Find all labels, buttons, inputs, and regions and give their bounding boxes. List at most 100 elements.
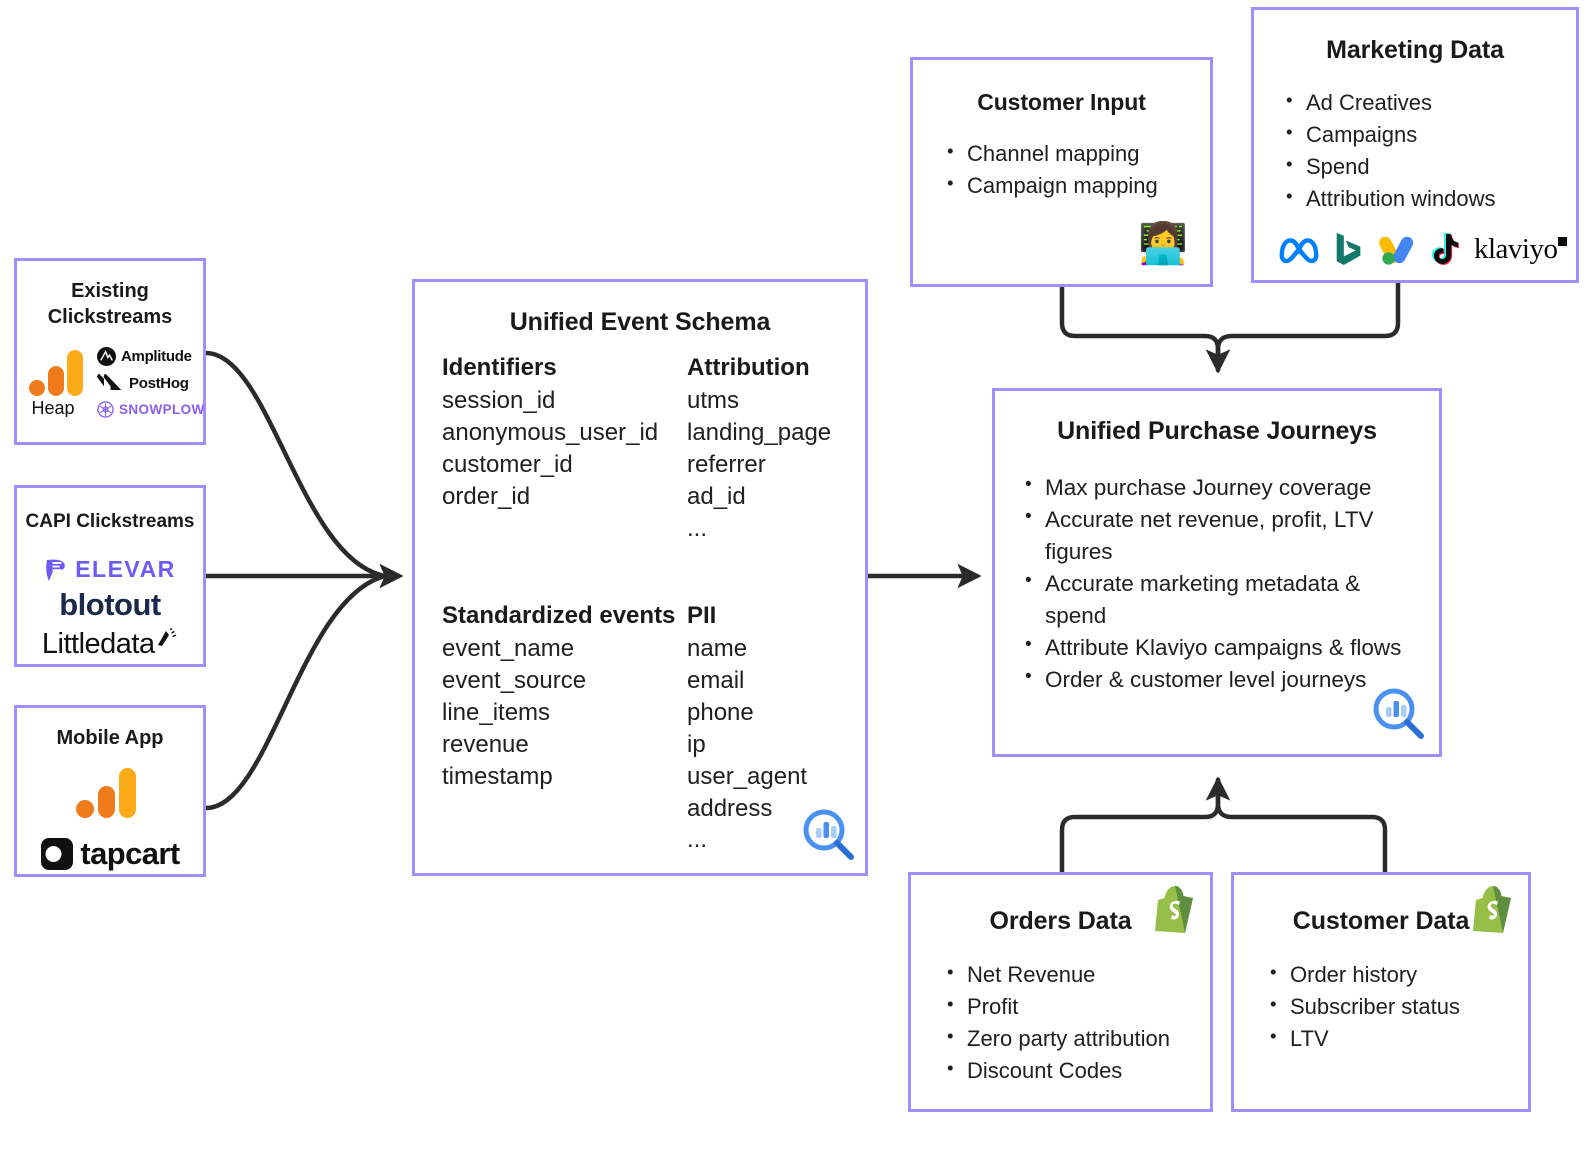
box-unified-event-schema[interactable]: Unified Event Schema Identifiers session…	[412, 279, 868, 876]
list-item: Campaigns	[1280, 118, 1576, 151]
snowplow-logo-icon	[97, 401, 114, 418]
box-existing-clickstreams[interactable]: Existing Clickstreams Heap Amplitude	[14, 258, 206, 445]
marketing-data-bullets: Ad Creatives Campaigns Spend Attribution…	[1280, 86, 1576, 215]
bing-logo-icon	[1336, 232, 1361, 266]
amplitude-logo-icon	[97, 347, 116, 366]
schema-heading-identifiers: Identifiers	[442, 354, 557, 381]
list-item: Accurate marketing metadata & spend	[1019, 567, 1424, 632]
blotout-logo-label: blotout	[59, 587, 161, 622]
posthog-logo-icon	[97, 374, 122, 390]
list-item: Order & customer level journeys	[1019, 663, 1424, 696]
list-item: Ad Creatives	[1280, 86, 1576, 119]
schema-item: event_name	[442, 635, 575, 662]
list-item: Campaign mapping	[941, 169, 1210, 202]
box-unified-purchase-journeys[interactable]: Unified Purchase Journeys Max purchase J…	[992, 388, 1442, 757]
schema-item: landing_page	[687, 418, 832, 446]
tapcart-logo-label: tapcart	[80, 836, 180, 871]
box-orders-data[interactable]: Orders Data Net Revenue Profit Zero part…	[908, 872, 1213, 1112]
list-item: Discount Codes	[941, 1054, 1210, 1087]
snowplow-logo-label: SNOWPLOW	[119, 402, 205, 417]
list-item: Attribution windows	[1280, 182, 1576, 215]
tiktok-logo-icon	[1432, 233, 1459, 265]
tapcart-logo-icon	[41, 838, 74, 870]
list-item: Channel mapping	[941, 137, 1210, 170]
edge-orders-to-journeys	[1059, 777, 1221, 875]
schema-heading-attribution: Attribution	[687, 354, 810, 381]
schema-item: order_id	[442, 482, 531, 510]
schema-item-ellipsis: ...	[687, 826, 708, 854]
schema-item: revenue	[442, 730, 529, 758]
schema-item: address	[687, 794, 773, 822]
list-item: Profit	[941, 990, 1210, 1023]
schema-heading-standardized-events: Standardized events	[442, 602, 676, 629]
customer-data-title: Customer Data	[1292, 907, 1470, 935]
list-item: Net Revenue	[941, 958, 1210, 991]
shopify-logo-icon	[1155, 886, 1193, 933]
edge-marketing-data-to-journeys	[1205, 280, 1401, 374]
list-item: Accurate net revenue, profit, LTV figure…	[1019, 503, 1424, 568]
capi-clickstreams-title: CAPI Clickstreams	[25, 511, 195, 532]
woman-technologist-emoji: 👩‍💻	[1138, 222, 1188, 266]
mobile-app-title: Mobile App	[56, 727, 164, 749]
orders-data-bullets: Net Revenue Profit Zero party attributio…	[941, 958, 1210, 1087]
box-customer-data[interactable]: Customer Data Order history Subscriber s…	[1231, 872, 1531, 1112]
schema-item: ad_id	[687, 482, 746, 510]
customer-data-bullets: Order history Subscriber status LTV	[1264, 958, 1528, 1055]
edge-customer-input-to-journeys	[1059, 284, 1221, 373]
box-customer-input[interactable]: Customer Input Channel mapping Campaign …	[910, 57, 1213, 287]
edge-mobile-to-schema	[205, 573, 386, 811]
schema-item: phone	[687, 698, 754, 726]
schema-item: session_id	[442, 387, 556, 414]
list-item: Zero party attribution	[941, 1022, 1210, 1055]
schema-item: ip	[687, 730, 706, 758]
posthog-logo-label: PostHog	[129, 374, 189, 392]
schema-heading-pii: PII	[687, 602, 717, 629]
edge-customer-data-to-journeys	[1205, 776, 1388, 875]
heap-logo-icon	[76, 768, 136, 818]
schema-item: name	[687, 635, 748, 662]
littledata-logo-label: Littledata	[41, 628, 155, 660]
list-item: Spend	[1280, 150, 1576, 183]
title-line-1: Existing	[71, 280, 149, 302]
elevar-logo-label: ELEVAR	[75, 556, 176, 582]
orders-data-title: Orders Data	[989, 907, 1132, 935]
schema-item: event_source	[442, 666, 587, 694]
marketing-data-title: Marketing Data	[1326, 36, 1504, 64]
google-ads-logo-icon	[1379, 236, 1414, 265]
title-line-2: Clickstreams	[47, 306, 173, 328]
edge-existing-to-schema	[205, 350, 386, 579]
magnifier-chart-icon	[803, 809, 854, 860]
unified-purchase-journeys-bullets: Max purchase Journey coverage Accurate n…	[1019, 471, 1424, 696]
customer-input-title: Customer Input	[977, 89, 1146, 115]
unified-purchase-journeys-title: Unified Purchase Journeys	[1057, 417, 1377, 445]
box-mobile-app[interactable]: Mobile App tapcart	[14, 705, 206, 877]
klaviyo-mark-icon	[1557, 236, 1567, 246]
box-marketing-data[interactable]: Marketing Data Ad Creatives Campaigns Sp…	[1251, 7, 1579, 283]
elevar-logo-icon	[46, 559, 66, 581]
heap-logo-icon: Heap	[29, 350, 83, 417]
schema-item: customer_id	[442, 450, 573, 478]
box-capi-clickstreams[interactable]: CAPI Clickstreams ELEVAR blotout Littled…	[14, 485, 206, 667]
list-item: LTV	[1264, 1022, 1528, 1055]
schema-item: user_agent	[687, 762, 808, 790]
amplitude-logo-label: Amplitude	[121, 348, 192, 365]
klaviyo-logo-label: klaviyo	[1474, 232, 1558, 265]
schema-item: line_items	[442, 698, 551, 726]
existing-clickstreams-title: Existing Clickstreams	[17, 278, 203, 330]
list-item: Attribute Klaviyo campaigns & flows	[1019, 631, 1424, 664]
schema-item: referrer	[687, 450, 766, 478]
svg-text:Heap: Heap	[31, 398, 74, 417]
list-item: Order history	[1264, 958, 1528, 991]
schema-item: timestamp	[442, 762, 553, 790]
littledata-signal-icon	[158, 627, 177, 646]
meta-logo-icon	[1279, 238, 1319, 264]
schema-item: utms	[687, 387, 740, 414]
shopify-logo-icon	[1473, 886, 1511, 933]
schema-item-ellipsis: ...	[687, 514, 708, 542]
list-item: Max purchase Journey coverage	[1019, 471, 1424, 504]
unified-event-schema-title: Unified Event Schema	[509, 308, 771, 336]
schema-item: email	[687, 666, 745, 694]
list-item: Subscriber status	[1264, 990, 1528, 1023]
